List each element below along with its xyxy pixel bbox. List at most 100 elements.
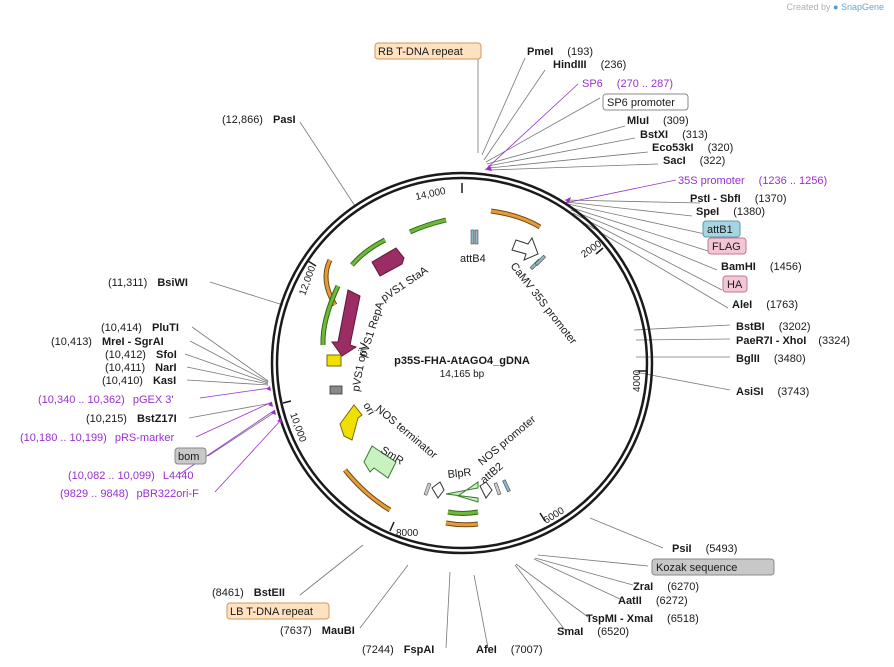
- site-bstbi: BstBI(3202): [736, 321, 811, 333]
- flag-box: [707, 237, 747, 255]
- site-alei: AleI(1763): [732, 299, 798, 311]
- site-psii: PsiI(5493): [672, 543, 737, 555]
- primer-marks: [266, 165, 571, 423]
- site-kasi: (10,410)KasI: [102, 375, 176, 387]
- site-saci: SacI(322): [663, 155, 725, 167]
- feature-arrow: [350, 238, 386, 266]
- site-afei: AfeI(7007): [476, 644, 543, 656]
- feature-arrow: [445, 521, 479, 527]
- backbone-inner: [275, 176, 649, 550]
- feature-mark: [423, 482, 432, 496]
- primer-leaders: [179, 83, 677, 493]
- ruler-label-10000: 10,000: [287, 411, 308, 444]
- site-bsteii: (8461)BstEII: [212, 587, 285, 599]
- primer-prs-marker: (10,180 .. 10,199)pRS-marker: [20, 432, 174, 444]
- site-bsiwi: (11,311)BsiWI: [108, 277, 188, 289]
- ha-box: [722, 275, 748, 293]
- feature-arrow: [343, 469, 391, 512]
- site-paer7i-xhoi: PaeR7I - XhoI(3324): [736, 335, 850, 347]
- oriv-box: [326, 354, 342, 367]
- primer-labels: SP6(270 .. 287) 35S promoter(1236 .. 125…: [20, 78, 827, 500]
- ruler-label-12000: 12,000: [297, 264, 318, 297]
- site-tspmi-xmai: TspMI - XmaI(6518): [586, 613, 699, 625]
- feature-label-nos-promoter: NOS promoter: [476, 413, 538, 468]
- watermark: Created by ● SnapGene: [786, 2, 884, 12]
- primer-l4440: (10,082 .. 10,099)L4440: [68, 470, 193, 482]
- ruler-label-4000: 4000: [632, 369, 643, 392]
- blpr-arrow: [445, 481, 479, 503]
- rb-tdna-box: [374, 42, 482, 60]
- ruler-label-14000: 14,000: [414, 186, 447, 203]
- ruler-label-8000: 8000: [396, 528, 419, 539]
- attB4-mark: [474, 229, 479, 245]
- feature-arrow: [447, 510, 479, 515]
- kozak-label: Kozak sequence: [656, 562, 737, 574]
- site-psti-sbfi: PstI - SbfI(1370): [690, 193, 787, 205]
- nos-terminator-arrow: [431, 481, 445, 499]
- small-feature-box: [329, 385, 343, 395]
- watermark-prefix: Created by: [786, 2, 831, 12]
- feature-label-camv: CaMV 35S promoter: [508, 260, 579, 347]
- site-mlui: MluI(309): [627, 115, 689, 127]
- site-labels-right: PmeI(193) HindIII(236) MluI(309) BstXI(3…: [476, 46, 850, 656]
- attb1-box: [702, 220, 741, 238]
- nos-promoter-arrow: [479, 481, 493, 499]
- ha-label: HA: [727, 279, 743, 291]
- site-eco53ki: Eco53kI(320): [652, 142, 733, 154]
- site-asisi: AsiSI(3743): [736, 386, 809, 398]
- leader-lines: [184, 57, 731, 649]
- bom-box: [174, 447, 207, 465]
- camv-arrow: [511, 236, 539, 261]
- lb-tdna-label: LB T-DNA repeat: [230, 606, 313, 618]
- attB1-mark: [534, 254, 547, 267]
- site-maubi: (7637)MauBI: [280, 625, 355, 637]
- site-sfoi: (10,412)SfoI: [105, 349, 177, 361]
- attB4-mark: [470, 229, 475, 245]
- site-bstz17i: (10,215)BstZ17I: [86, 413, 177, 425]
- ori-arrow: [339, 404, 363, 441]
- feature-label-attb4: attB4: [460, 253, 486, 265]
- site-smai: SmaI(6520): [557, 626, 629, 638]
- feature-mark: [493, 482, 502, 496]
- watermark-brand: SnapGene: [840, 2, 884, 12]
- attb1-label: attB1: [707, 224, 733, 236]
- plasmid-name: p35S-FHA-AtAGO4_gDNA: [394, 355, 530, 367]
- lb-tdna-box: [226, 602, 330, 620]
- site-bstxi: BstXI(313): [640, 129, 708, 141]
- site-pmei: PmeI(193): [527, 46, 593, 58]
- primer-pgex3: (10,340 .. 10,362)pGEX 3': [38, 394, 173, 406]
- snapgene-logo-icon: ●: [833, 2, 839, 12]
- feature-boxes: RB T-DNA repeat SP6 promoter attB1 FLAG …: [174, 42, 775, 620]
- sp6-promoter-label: SP6 promoter: [607, 97, 675, 109]
- site-pluti: (10,414)PluTI: [101, 322, 179, 334]
- attB2-mark: [502, 479, 511, 493]
- site-spei: SpeI(1380): [696, 206, 765, 218]
- feature-arrow: [409, 218, 447, 234]
- smr-arrow: [363, 445, 397, 479]
- kozak-box: [651, 558, 775, 576]
- ruler-ticks: [282, 183, 648, 532]
- pvs1-staa-arrow: [371, 247, 405, 277]
- feature-label-blpr: BlpR: [447, 467, 472, 481]
- backbone-outer: [270, 171, 654, 555]
- site-hindiii: HindIII(236): [553, 59, 626, 71]
- pvs1-repa-arrow: [331, 289, 361, 357]
- bom-label: bom: [178, 451, 199, 463]
- primer-sp6: SP6(270 .. 287): [582, 78, 673, 90]
- site-nari: (10,411)NarI: [105, 362, 177, 374]
- flag-label: FLAG: [712, 241, 741, 253]
- feature-arrow: [321, 285, 340, 346]
- feature-arrow: [490, 209, 541, 229]
- primer-pbr322ori-f: (9829 .. 9848)pBR322ori-F: [60, 488, 199, 500]
- feature-label-ori: ori: [360, 401, 377, 418]
- rb-tdna-label: RB T-DNA repeat: [378, 46, 463, 58]
- site-aatii: AatII(6272): [618, 595, 688, 607]
- site-bglii: BglII(3480): [736, 353, 806, 365]
- sp6-promoter-box: [602, 93, 689, 111]
- feature-arrows: [320, 208, 547, 528]
- site-fspai: (7244)FspAI: [362, 644, 434, 656]
- site-labels-left: (7244)FspAI (7637)MauBI (8461)BstEII (12…: [51, 114, 434, 656]
- primer-35s: 35S promoter(1236 .. 1256): [678, 175, 827, 187]
- site-mrei-sgrai: (10,413)MreI - SgrAI: [51, 336, 164, 348]
